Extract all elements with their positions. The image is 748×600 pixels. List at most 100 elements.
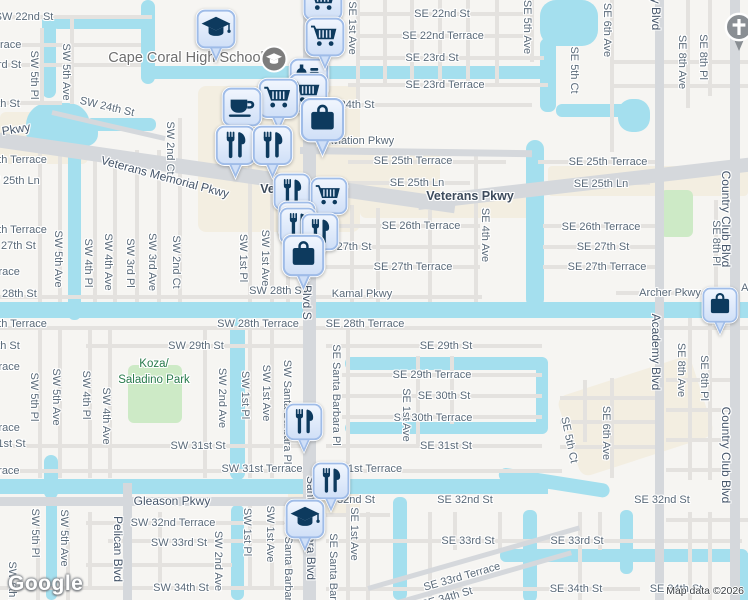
road bbox=[560, 420, 655, 424]
road bbox=[40, 28, 44, 104]
street-label: SW 25th Ln bbox=[0, 175, 40, 187]
road bbox=[356, 56, 544, 60]
road bbox=[376, 208, 380, 302]
street-label: SW 1st Pl bbox=[237, 233, 249, 283]
road bbox=[453, 512, 457, 550]
road bbox=[58, 150, 62, 302]
street-label: SW 3rd Ave bbox=[146, 233, 158, 291]
restaurant-icon bbox=[251, 124, 294, 181]
street-label: SW 5th Pl bbox=[28, 50, 40, 100]
road bbox=[356, 0, 360, 108]
road bbox=[248, 330, 252, 478]
road bbox=[708, 512, 712, 600]
street-label: SE 4th Ave bbox=[479, 207, 491, 263]
shopping-cart-icon bbox=[304, 16, 346, 72]
canal-water bbox=[526, 140, 544, 308]
road bbox=[610, 378, 614, 478]
street-label: SE 8th Ave bbox=[675, 342, 687, 398]
street-label: SW 5th Ave bbox=[50, 368, 62, 426]
road bbox=[270, 330, 274, 478]
canal-water bbox=[540, 38, 556, 112]
google-logo-watermark[interactable]: Google bbox=[8, 572, 84, 595]
street-label: SE 6th Ave bbox=[601, 2, 613, 58]
street-label: SE 33rd St bbox=[441, 535, 495, 547]
road bbox=[0, 326, 748, 330]
road bbox=[666, 468, 731, 472]
road bbox=[495, 0, 499, 86]
road bbox=[530, 0, 534, 62]
street-label: SW 2nd Ct bbox=[170, 235, 182, 289]
street-label: SE 26th Terrace bbox=[561, 221, 641, 233]
shopping-bag-icon bbox=[701, 286, 739, 337]
street-label: SE 22nd Terrace bbox=[402, 30, 484, 42]
street-label: SW 4th Pl bbox=[82, 238, 94, 288]
road bbox=[326, 245, 480, 249]
road bbox=[688, 512, 692, 600]
canal-water bbox=[739, 553, 748, 600]
street-label: SW 2nd Ave bbox=[216, 367, 228, 429]
canal-water bbox=[230, 318, 245, 480]
canal-water bbox=[0, 479, 548, 494]
canal-water bbox=[52, 17, 147, 29]
street-label: SW 5th Ave bbox=[52, 230, 64, 288]
street-label: SW 1st Ave bbox=[260, 364, 272, 422]
street-label: SW 22nd St bbox=[0, 11, 54, 23]
road bbox=[0, 444, 304, 448]
road bbox=[438, 0, 442, 86]
street-label: SW 29th St bbox=[0, 340, 20, 352]
road bbox=[686, 0, 690, 108]
street-label: Gleason Pkwy bbox=[133, 494, 211, 508]
canal-water bbox=[68, 148, 81, 320]
street-label: SW 1st Ave bbox=[264, 505, 276, 563]
park-area bbox=[128, 365, 182, 423]
road bbox=[666, 438, 731, 442]
road bbox=[88, 512, 92, 588]
road bbox=[708, 0, 712, 96]
road bbox=[348, 181, 470, 185]
street-label: SE 8th Ave bbox=[676, 34, 688, 90]
road bbox=[58, 330, 62, 478]
street-label: SE 33rd St bbox=[550, 535, 604, 547]
park-label: Koza/ bbox=[139, 358, 169, 370]
canal-water bbox=[231, 505, 244, 600]
canal-water bbox=[42, 14, 56, 98]
road bbox=[346, 330, 350, 478]
street-label: SE Santa Barbara Pl bbox=[327, 533, 339, 600]
street-label: SW 29th Terrace bbox=[0, 361, 20, 373]
major-road bbox=[0, 497, 314, 506]
road bbox=[616, 291, 731, 295]
street-label: 24th St bbox=[339, 99, 375, 111]
road bbox=[450, 356, 454, 424]
street-label: SW 22nd Terrace bbox=[0, 39, 22, 51]
road bbox=[93, 150, 97, 302]
street-label: SE 25th Terrace bbox=[568, 156, 648, 168]
street-label: Country Club Blvd bbox=[719, 406, 733, 504]
restaurant-icon bbox=[284, 402, 324, 455]
street-label: SW 31st Terrace bbox=[0, 465, 20, 477]
road bbox=[326, 224, 480, 228]
street-label: SE 1st Ave bbox=[348, 507, 360, 561]
street-label: SW 5th Pl bbox=[29, 508, 41, 558]
road bbox=[158, 512, 162, 588]
street-label: SW 32nd Terrace bbox=[130, 517, 216, 529]
road bbox=[342, 415, 542, 419]
street-label: Academy Blvd bbox=[649, 0, 663, 30]
shopping-cart-icon bbox=[302, 0, 344, 22]
street-label: SE 32nd St bbox=[437, 494, 493, 506]
street-label: SW 27th St bbox=[0, 240, 36, 252]
canal-water bbox=[345, 422, 547, 434]
road bbox=[666, 518, 748, 522]
street-label: SW 4th Ave bbox=[102, 233, 114, 291]
canal-water bbox=[393, 497, 407, 600]
road bbox=[708, 318, 712, 480]
road bbox=[356, 34, 532, 38]
road bbox=[342, 373, 542, 377]
street-label: SW 29th St bbox=[168, 340, 224, 352]
street-label: SE 5th Ave bbox=[521, 0, 533, 55]
road bbox=[316, 295, 482, 299]
map-attribution[interactable]: Map data ©2026 bbox=[666, 585, 744, 597]
shopping-cart-icon bbox=[257, 77, 300, 134]
canal-water bbox=[618, 99, 650, 132]
road bbox=[326, 587, 640, 591]
